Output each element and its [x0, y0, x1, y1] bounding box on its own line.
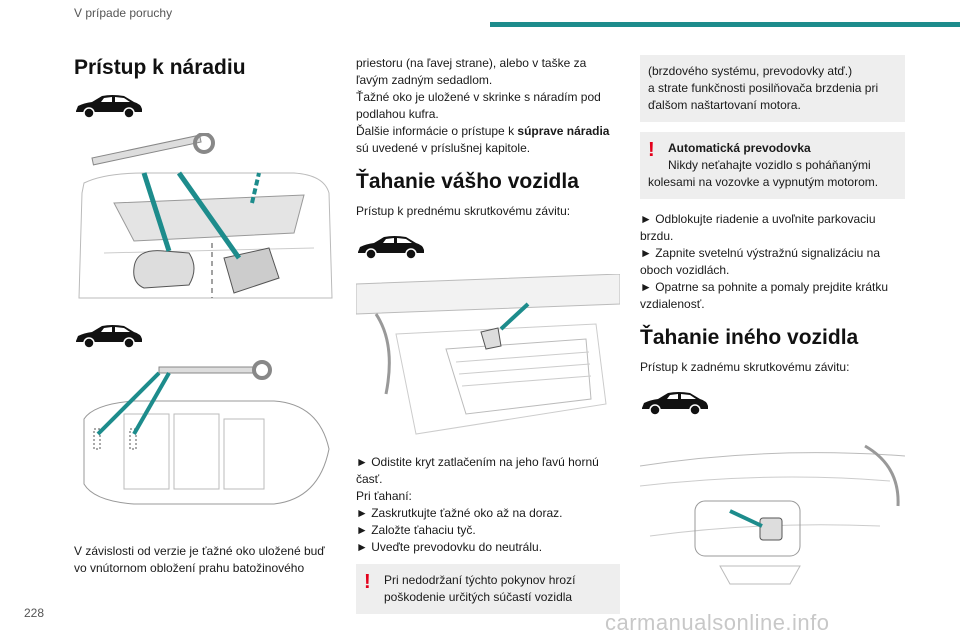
- warning-icon: !: [364, 571, 371, 593]
- step-line: ► Zapnite svetelnú výstražnú signalizáci…: [640, 246, 880, 260]
- body-line: Ťažné oko je uložené v skrinke s náradím…: [356, 90, 601, 104]
- step-line: ► Odistite kryt zatlačením na jeho ľavú …: [356, 455, 599, 469]
- step-line: ► Zaskrutkujte ťažné oko až na doraz.: [356, 506, 563, 520]
- front-bumper-illustration: [356, 274, 620, 435]
- front-thread-intro: Prístup k prednému skrutkovému závitu:: [356, 204, 571, 218]
- site-watermark: carmanualsonline.info: [605, 610, 830, 635]
- cabin-tool-illustration: [83, 360, 330, 505]
- rear-thread-intro: Prístup k zadnému skrutkovému závitu:: [640, 360, 850, 374]
- section-title-towing-other: Ťahanie iného vozidla: [640, 326, 859, 349]
- step-line: ► Založte ťahaciu tyč.: [356, 523, 476, 537]
- warning-box: ! Pri nedodržaní týchto pokynov hrozí po…: [356, 564, 620, 614]
- header-accent-bar: [490, 22, 960, 27]
- section-title-tools: Prístup k náradiu: [74, 56, 246, 79]
- step-line: časť.: [356, 472, 383, 486]
- car-silhouette-icon: [74, 323, 144, 349]
- page-number: 228: [24, 606, 45, 620]
- warning-line: ďalšom naštartovaní motora.: [648, 98, 801, 112]
- body-line: Ďalšie informácie o prístupe k súprave n…: [356, 123, 620, 140]
- warning-line: a strate funkčnosti posilňovača brzdenia…: [648, 81, 879, 95]
- warning-icon: !: [648, 139, 655, 161]
- auto-gearbox-line: Nikdy neťahajte vozidlo s poháňanými: [668, 158, 871, 172]
- warning-line: Pri nedodržaní týchto pokynov hrozí: [384, 573, 576, 587]
- tools-text-line: vo vnútornom obložení prahu batožinového: [74, 561, 305, 575]
- body-line: podlahou kufra.: [356, 107, 439, 121]
- step-line: ► Opatrne sa pohnite a pomaly prejdite k…: [640, 280, 889, 294]
- step-line: ► Odblokujte riadenie a uvoľnite parkova…: [640, 212, 876, 226]
- body-line: ľavým zadným sedadlom.: [356, 73, 493, 87]
- step-line: brzdu.: [640, 229, 674, 243]
- tools-text-line: V závislosti od verzie je ťažné oko ulož…: [74, 544, 325, 558]
- step-line: Pri ťahaní:: [356, 489, 412, 503]
- column-1: Prístup k náradiu V závislosti od verzie…: [74, 55, 336, 577]
- trunk-tool-illustration: [78, 133, 333, 299]
- body-line: sú uvedené v príslušnej kapitole.: [356, 141, 531, 155]
- rear-bumper-illustration: [640, 444, 905, 585]
- section-title-towing-own: Ťahanie vášho vozidla: [356, 170, 579, 193]
- step-line: vzdialenosť.: [640, 297, 705, 311]
- body-line: priestoru (na ľavej strane), alebo v taš…: [356, 56, 587, 70]
- column-3: (brzdového systému, prevodovky atď.) a s…: [640, 55, 905, 596]
- more-info-prefix: Ďalšie informácie o prístupe k: [356, 124, 518, 138]
- warning-line: (brzdového systému, prevodovky atď.): [648, 64, 853, 78]
- warning-box-continued: (brzdového systému, prevodovky atď.) a s…: [640, 55, 905, 122]
- car-silhouette-icon: [640, 390, 710, 416]
- auto-gearbox-warning-box: ! Automatická prevodovka Nikdy neťahajte…: [640, 132, 905, 199]
- warning-line: poškodenie určitých súčastí vozidla: [384, 590, 573, 604]
- tool-kit-link-text: súprave náradia: [517, 124, 610, 138]
- step-line: oboch vozidlách.: [640, 263, 730, 277]
- step-line: ► Uveďte prevodovku do neutrálu.: [356, 540, 543, 554]
- car-silhouette-icon: [356, 234, 426, 260]
- auto-gearbox-title: Automatická prevodovka: [668, 141, 811, 155]
- car-silhouette-icon: [74, 93, 144, 119]
- auto-gearbox-line: kolesami na vozovke a vypnutým motorom.: [648, 175, 879, 189]
- running-header: V prípade poruchy: [74, 6, 173, 20]
- column-2: priestoru (na ľavej strane), alebo v taš…: [356, 55, 620, 614]
